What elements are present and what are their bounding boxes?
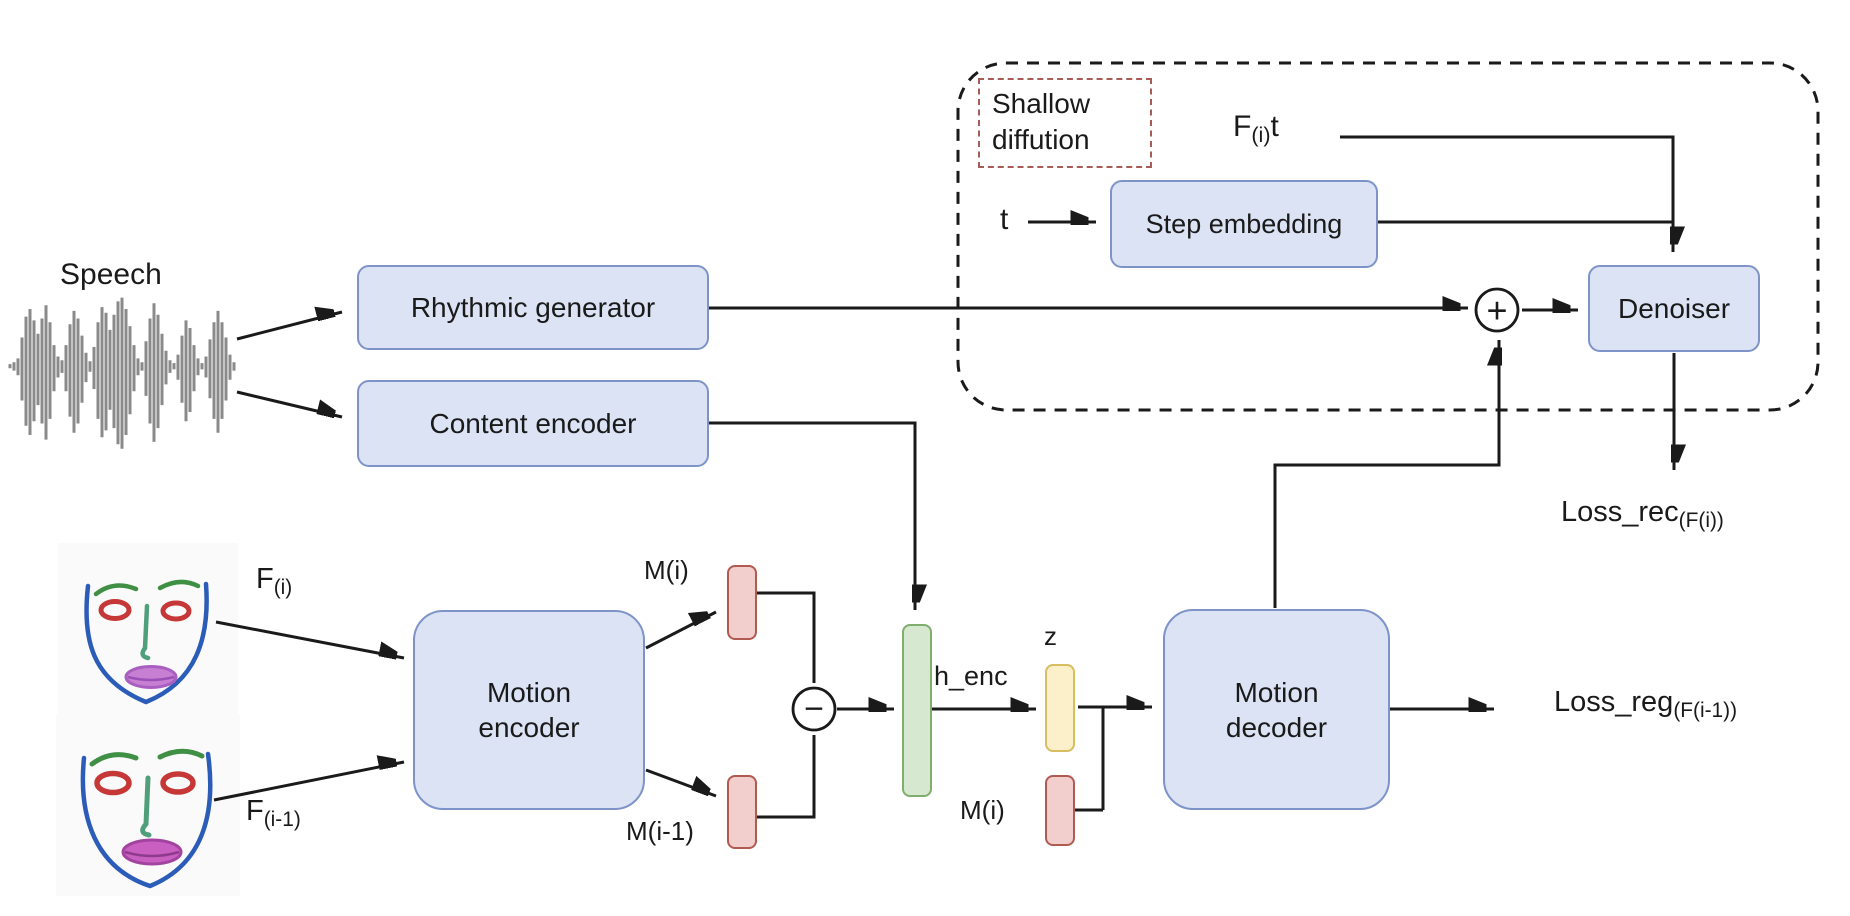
denoiser-label: Denoiser	[1617, 292, 1731, 324]
arrow-content-to-henc	[709, 421, 915, 610]
motion-decoder-label: Motion decoder	[1225, 676, 1328, 743]
henc-vector-bar	[902, 624, 932, 797]
z-vector-bar	[1045, 664, 1075, 752]
arrow-encoder-to-mi	[645, 612, 717, 650]
shallow-diffusion-container	[956, 61, 1820, 412]
arrow-speech-to-rhythmic	[236, 312, 343, 341]
motion-encoder-node: Motion encoder	[413, 610, 645, 810]
miprev-label: M(i-1)	[626, 816, 694, 846]
content-encoder-node: Content encoder	[357, 380, 709, 467]
denoiser-node: Denoiser	[1588, 265, 1760, 352]
loss-reg-label: Loss_reg(F(i-1))	[1554, 686, 1738, 722]
plus-operator: +	[1474, 287, 1520, 333]
loss-rec-label: Loss_rec(F(i))	[1561, 496, 1724, 532]
miprev-vector-bar	[727, 775, 757, 849]
rhythmic-generator-label: Rhythmic generator	[410, 291, 656, 323]
line-miz-join	[1075, 707, 1105, 812]
arrow-fi-to-encoder	[215, 620, 405, 658]
z-label: z	[1044, 621, 1057, 651]
speech-waveform-icon	[8, 297, 236, 449]
svg-text:−: −	[804, 690, 824, 728]
arrow-speech-to-content	[236, 390, 343, 419]
svg-text:+: +	[1486, 290, 1507, 331]
step-embedding-node: Step embedding	[1110, 180, 1378, 268]
arrow-fit-to-denoiser	[1340, 135, 1673, 252]
arrow-decoder-to-plus	[1273, 340, 1499, 608]
shallow-diffusion-line1: Shallow	[992, 88, 1091, 119]
step-embedding-label: Step embedding	[1145, 208, 1343, 239]
miz-label: M(i)	[960, 795, 1005, 825]
fiprev-label: F(i-1)	[246, 795, 301, 831]
speech-label: Speech	[60, 258, 162, 291]
t-label: t	[1000, 203, 1009, 236]
line-mi-to-minus	[757, 591, 816, 683]
rhythmic-generator-node: Rhythmic generator	[357, 265, 709, 350]
line-miprev-to-minus	[757, 735, 816, 819]
minus-operator: −	[791, 686, 837, 732]
face-landmarks-fi-image	[58, 543, 238, 715]
motion-decoder-node: Motion decoder	[1163, 609, 1390, 810]
motion-encoder-label: Motion encoder	[478, 677, 580, 743]
mi-label: M(i)	[644, 555, 689, 585]
shallow-diffusion-note: Shallow diffution	[978, 78, 1152, 168]
henc-label: h_enc	[934, 661, 1008, 691]
fit-label: F(i)t	[1233, 110, 1279, 148]
face-landmarks-fi-prev-image	[56, 714, 240, 896]
arrow-fiprev-to-encoder	[213, 762, 405, 802]
miz-vector-bar	[1045, 775, 1075, 846]
arrow-encoder-to-miprev	[645, 768, 717, 798]
fi-label: F(i)	[256, 563, 293, 599]
content-encoder-label: Content encoder	[429, 407, 637, 439]
mi-vector-bar	[727, 565, 757, 640]
shallow-diffusion-line2: diffution	[992, 124, 1090, 156]
